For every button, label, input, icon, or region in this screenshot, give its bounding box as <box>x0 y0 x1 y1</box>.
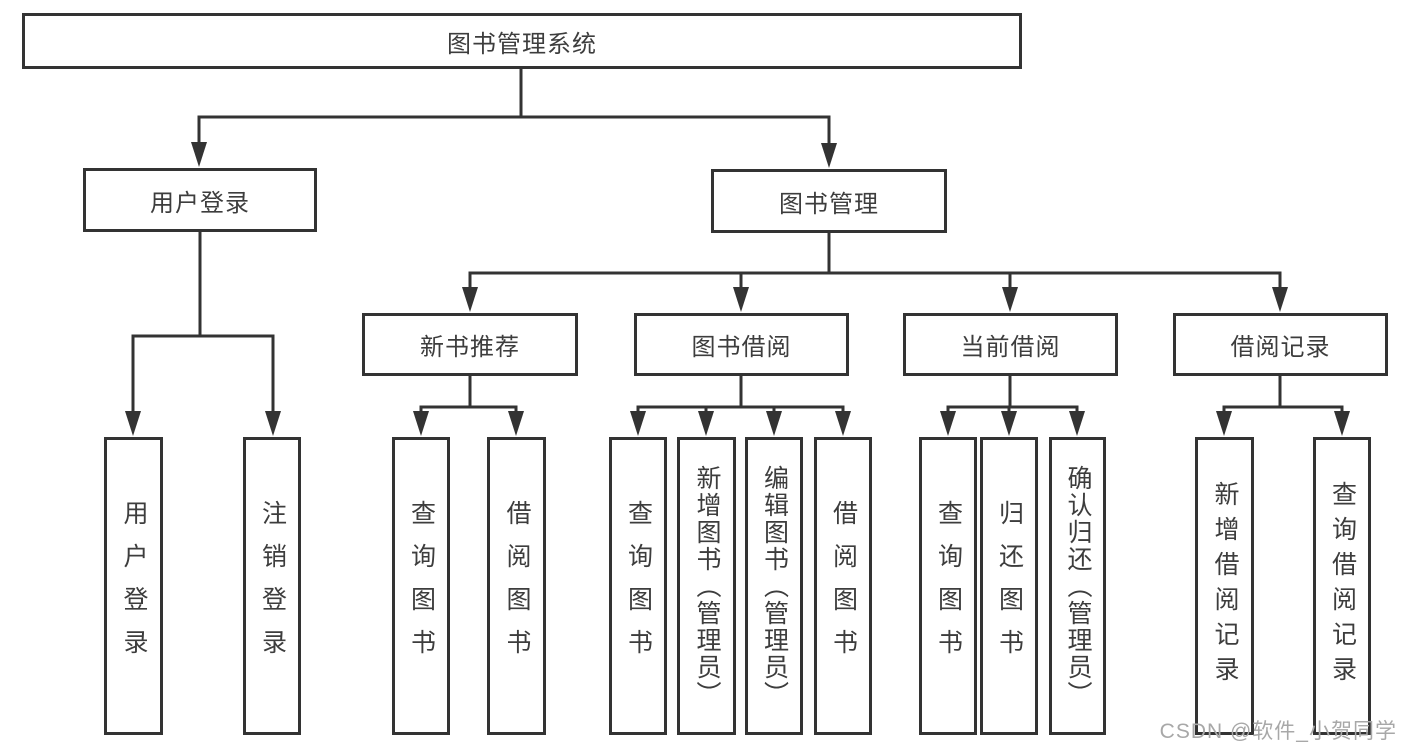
leaf-borrow-books-recommend: 借阅图书 <box>487 437 546 735</box>
node-label: 用户登录 <box>150 189 250 217</box>
leaf-return-books: 归还图书 <box>980 437 1038 735</box>
node-label: 归还图书 <box>995 500 1024 672</box>
node-label: 新增图书（管理员） <box>693 464 721 708</box>
node-label: 借阅图书 <box>829 500 858 672</box>
node-label: 新书推荐 <box>420 334 520 361</box>
leaf-borrow-books-borrowing: 借阅图书 <box>814 437 872 735</box>
leaf-query-books-current: 查询图书 <box>919 437 977 735</box>
leaf-query-books-recommend: 查询图书 <box>392 437 450 735</box>
leaf-query-books-borrowing: 查询图书 <box>609 437 667 735</box>
node-label: 图书借阅 <box>691 334 792 361</box>
node-label: 借阅记录 <box>1230 334 1331 361</box>
node-user-login: 用户登录 <box>83 168 317 232</box>
node-borrowing-records: 借阅记录 <box>1173 313 1388 376</box>
node-label: 编辑图书（管理员） <box>760 464 789 708</box>
leaf-add-borrow-record: 新增借阅记录 <box>1195 437 1254 735</box>
node-label: 用户登录 <box>120 500 148 672</box>
node-label: 当前借阅 <box>960 334 1061 361</box>
node-book-management: 图书管理 <box>711 169 947 233</box>
node-label: 查询图书 <box>407 500 436 672</box>
node-label: 注销登录 <box>258 500 287 672</box>
node-label: 确认归还（管理员） <box>1064 464 1092 708</box>
node-label: 图书管理系统 <box>447 30 597 58</box>
node-label: 图书管理 <box>779 190 879 218</box>
leaf-query-borrow-record: 查询借阅记录 <box>1313 437 1371 735</box>
leaf-add-book-admin: 新增图书（管理员） <box>677 437 736 735</box>
node-new-book-recommendation: 新书推荐 <box>362 313 578 376</box>
node-label: 新增借阅记录 <box>1211 481 1239 691</box>
watermark-text: CSDN @软件_小贺同学 <box>1159 720 1397 743</box>
node-label: 查询图书 <box>934 500 963 672</box>
node-book-borrowing: 图书借阅 <box>634 313 849 376</box>
node-label: 查询图书 <box>624 500 653 672</box>
leaf-logout: 注销登录 <box>243 437 301 735</box>
leaf-edit-book-admin: 编辑图书（管理员） <box>745 437 803 735</box>
node-current-borrowing: 当前借阅 <box>903 313 1118 376</box>
node-label: 查询借阅记录 <box>1328 481 1357 691</box>
leaf-confirm-return-admin: 确认归还（管理员） <box>1049 437 1106 735</box>
leaf-user-login: 用户登录 <box>104 437 163 735</box>
node-library-management-system: 图书管理系统 <box>22 13 1022 69</box>
node-label: 借阅图书 <box>503 500 531 672</box>
